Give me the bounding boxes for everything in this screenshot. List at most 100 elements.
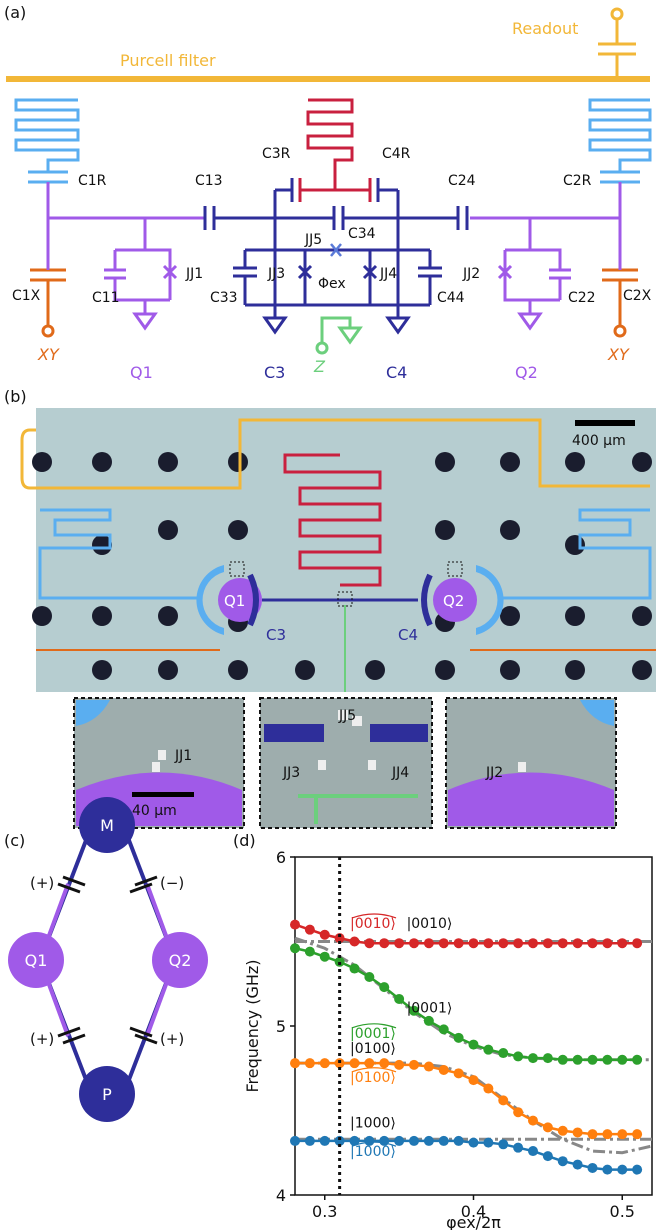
series-1-point [364,971,375,982]
series-2-point [394,1059,405,1070]
state-label-s0010: |0010⟩ [407,916,453,932]
series-3-point [587,1162,598,1173]
series-0-point [319,929,330,940]
series-2-point [483,1083,494,1094]
x-tick-label: 0.4 [461,1202,486,1221]
series-1-point [409,1005,419,1016]
series-2-point [468,1075,479,1086]
series-1-point [468,1039,479,1050]
node-q2 [152,932,208,988]
series-0-point [379,938,390,949]
series-1-point [304,946,315,957]
state-tilde-s0100_tilde [351,1067,397,1073]
y-tick-label: 6 [276,848,286,867]
series-3-point [394,1135,405,1146]
label-c1r: C1R [78,173,107,189]
series-3-point [483,1137,494,1148]
label-c2x: C2X [623,288,652,304]
series-1-point [632,1054,643,1065]
node-m-label: M [100,816,114,835]
state-label-s0100: |0100⟩ [350,1041,396,1057]
state-label-s1000_tilde: |1000⟩ [350,1144,396,1160]
series-1-point [394,993,405,1004]
series-0-point [364,938,375,949]
label-c2r: C2R [563,173,592,189]
series-3-point [334,1135,345,1146]
series-3-point [632,1164,643,1175]
series-0-point [528,938,538,949]
inset-right: JJ2 [445,697,617,829]
series-1-point [528,1053,538,1064]
series-2-point [542,1122,553,1133]
series-2-point [319,1058,330,1069]
series-3-point [409,1135,419,1146]
series-3-point [617,1164,628,1175]
series-1-point [290,943,300,954]
node-q2-label: Q2 [169,951,192,970]
label-xy-right: XY [607,345,630,364]
label-c3r: C3R [262,146,291,162]
series-2-point [423,1061,434,1072]
series-1-point [349,963,360,974]
node-p [79,1066,135,1122]
label-q1: Q1 [130,363,153,382]
series-0-point [409,938,419,949]
series-0-point [498,938,509,949]
series-0-point [602,938,613,949]
state-label-s0100_tilde: |0100⟩ [350,1070,396,1086]
node-q1-label: Q1 [25,951,48,970]
series-1-point [483,1044,494,1055]
series-1-point [587,1054,598,1065]
label-jj2: JJ2 [462,266,480,282]
panel-a-label: (a) [4,3,26,22]
state-tilde-s1000_tilde [351,1141,397,1147]
series-1-point [423,1015,434,1026]
sign-q1-p: (+) [30,1030,54,1048]
label-c33: C33 [210,290,238,306]
resonator-right [588,98,652,184]
node-p-label: P [102,1085,112,1104]
chip-q1-label: Q1 [224,592,245,610]
state-label-s1000: |1000⟩ [350,1115,396,1131]
resonator-left [14,98,80,184]
label-c11: C11 [92,290,120,306]
series-0-point [632,938,643,949]
series-0-point [542,938,553,949]
label-c34: C34 [348,226,376,242]
label-phi-ex: Φex [318,276,346,292]
series-0-point [572,938,583,949]
series-1-point [319,951,330,962]
state-label-s0001: |0001⟩ [407,1000,453,1016]
series-2-point [304,1058,315,1069]
chip-micrograph: 400 µm Q1 Q2 C3 C4 [20,408,656,692]
inset-mid-jj3: JJ3 [282,765,300,781]
purcell-filter-label: Purcell filter [120,51,216,70]
sign-q2-p: (+) [160,1030,184,1048]
series-0-point [290,919,300,930]
series-3-point [304,1135,315,1146]
readout-label: Readout [512,19,578,38]
series-0-point [513,938,524,949]
inset-middle: JJ5 JJ3 JJ4 [259,697,433,829]
series-2-point [528,1115,538,1126]
series-1-point [572,1054,583,1065]
series-0-point [617,938,628,949]
coupler-circuit [203,178,469,334]
x-axis-label: φex/2π [446,1213,501,1230]
series-2-point [617,1129,628,1140]
series-3-point [468,1137,479,1148]
qubit-q1-circuit [46,182,205,330]
series-3-point [453,1135,464,1146]
series-0-point [453,938,464,949]
series-3-point [498,1139,509,1150]
qubit-q2-circuit [470,182,622,330]
series-1-point [438,1024,449,1035]
series-0-point [304,924,315,935]
series-0-point [468,938,479,949]
label-jj1: JJ1 [185,266,203,282]
label-q2: Q2 [515,363,538,382]
series-3-point [423,1135,434,1146]
series-1-point [513,1051,524,1062]
